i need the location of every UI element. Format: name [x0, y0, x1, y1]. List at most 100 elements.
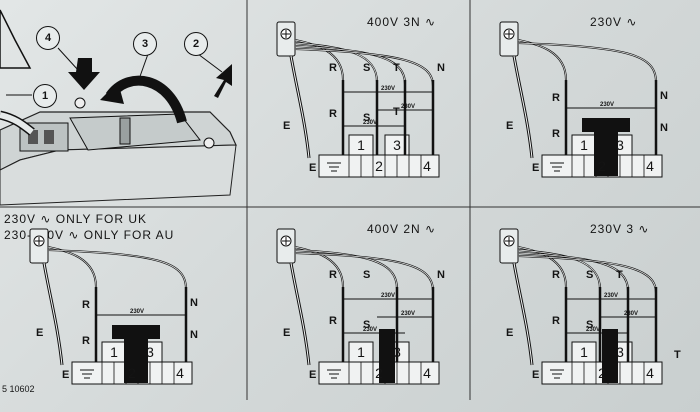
wiring-lines: [276, 228, 440, 385]
terminal-4: 4: [423, 158, 431, 174]
label-r: R: [552, 92, 560, 104]
wiring-lines: [499, 228, 663, 385]
terminal-2: 2: [128, 365, 136, 381]
install-illustration: 4 3 2 1: [0, 0, 246, 206]
voltage-tag: 230V: [130, 309, 145, 315]
cable-gland-icon: [276, 21, 296, 57]
terminal-2: 2: [375, 158, 383, 174]
label-n: N: [190, 329, 198, 341]
panel-title: 400V 3N ∿: [367, 15, 437, 29]
label-r: R: [329, 62, 337, 74]
terminal-3: 3: [393, 137, 401, 153]
label-s: S: [363, 269, 371, 281]
wiring-lines: [29, 228, 193, 385]
label-r: R: [329, 269, 337, 281]
cable-gland-icon: [276, 228, 296, 264]
label-s: S: [586, 319, 594, 331]
note-uk: 230V ∿ ONLY FOR UK: [4, 212, 147, 226]
label-e: E: [283, 120, 291, 132]
voltage-tag: 230V: [381, 86, 396, 92]
cable-gland-icon: [499, 21, 519, 57]
voltage-tag: 230V: [381, 293, 396, 299]
label-s: S: [363, 62, 371, 74]
ground-symbol-icon: [550, 369, 564, 379]
label-r: R: [82, 335, 90, 347]
voltage-tag: 230V: [624, 311, 639, 317]
panel-title: 400V 2N ∿: [367, 222, 437, 236]
screw-icon: [74, 97, 86, 109]
voltage-tag: 230V: [401, 311, 416, 317]
terminal-4: 4: [423, 365, 431, 381]
terminal-2: 2: [375, 365, 383, 381]
terminal-4: 4: [646, 158, 654, 174]
terminal-1: 1: [357, 344, 365, 360]
callout-4: 4: [36, 26, 60, 50]
label-n: N: [660, 90, 668, 102]
label-n: N: [660, 122, 668, 134]
label-s: S: [363, 112, 371, 124]
voltage-tag: 230V: [604, 293, 619, 299]
terminal-1: 1: [357, 137, 365, 153]
label-n: N: [190, 297, 198, 309]
ground-symbol-icon: [80, 369, 94, 379]
label-e: E: [506, 120, 514, 132]
voltage-tag: 230V: [401, 104, 416, 110]
label-t: T: [674, 349, 681, 361]
label-e: E: [309, 162, 317, 174]
label-r: R: [82, 299, 90, 311]
label-e: E: [283, 327, 291, 339]
terminal-3: 3: [146, 344, 154, 360]
terminal-3: 3: [393, 344, 401, 360]
cooktop-drawing: [0, 9, 237, 206]
ground-symbol-icon: [327, 369, 341, 379]
callout-3: 3: [133, 32, 157, 56]
terminal-3: 3: [616, 137, 624, 153]
cable-gland-icon: [499, 228, 519, 264]
label-n: N: [437, 62, 445, 74]
terminal-4: 4: [176, 365, 184, 381]
terminal-2: 2: [598, 365, 606, 381]
voltage-tag: 230V: [600, 102, 615, 108]
arrow-icon: [68, 58, 100, 90]
label-r: R: [552, 269, 560, 281]
panel-title: 230V ∿: [590, 15, 638, 29]
terminal-3: 3: [616, 344, 624, 360]
terminal-2: 2: [598, 158, 606, 174]
label-n: N: [437, 269, 445, 281]
cable-gland-icon: [29, 228, 49, 264]
voltage-tag: 230V: [586, 327, 601, 333]
label-e: E: [36, 327, 44, 339]
label-e: E: [506, 327, 514, 339]
label-r: R: [329, 108, 337, 120]
callout-1: 1: [33, 84, 57, 108]
label-t: T: [393, 106, 400, 118]
label-e: E: [532, 162, 540, 174]
terminal-1: 1: [580, 137, 588, 153]
wiring-lines: [499, 21, 663, 178]
terminal-4: 4: [646, 365, 654, 381]
ground-symbol-icon: [550, 162, 564, 172]
panel-title: 230V 3 ∿: [590, 222, 650, 236]
voltage-tag: 230V: [363, 120, 378, 126]
label-e: E: [532, 369, 540, 381]
label-t: T: [393, 62, 400, 74]
label-e: E: [62, 369, 70, 381]
label-s: S: [586, 269, 594, 281]
label-s: S: [363, 319, 371, 331]
label-t: T: [616, 269, 623, 281]
ground-symbol-icon: [327, 162, 341, 172]
drawing-code: 5 10602: [2, 384, 35, 394]
label-r: R: [329, 315, 337, 327]
label-e: E: [309, 369, 317, 381]
terminal-1: 1: [110, 344, 118, 360]
label-r: R: [552, 128, 560, 140]
wiring-lines: [276, 21, 440, 178]
label-r: R: [552, 315, 560, 327]
